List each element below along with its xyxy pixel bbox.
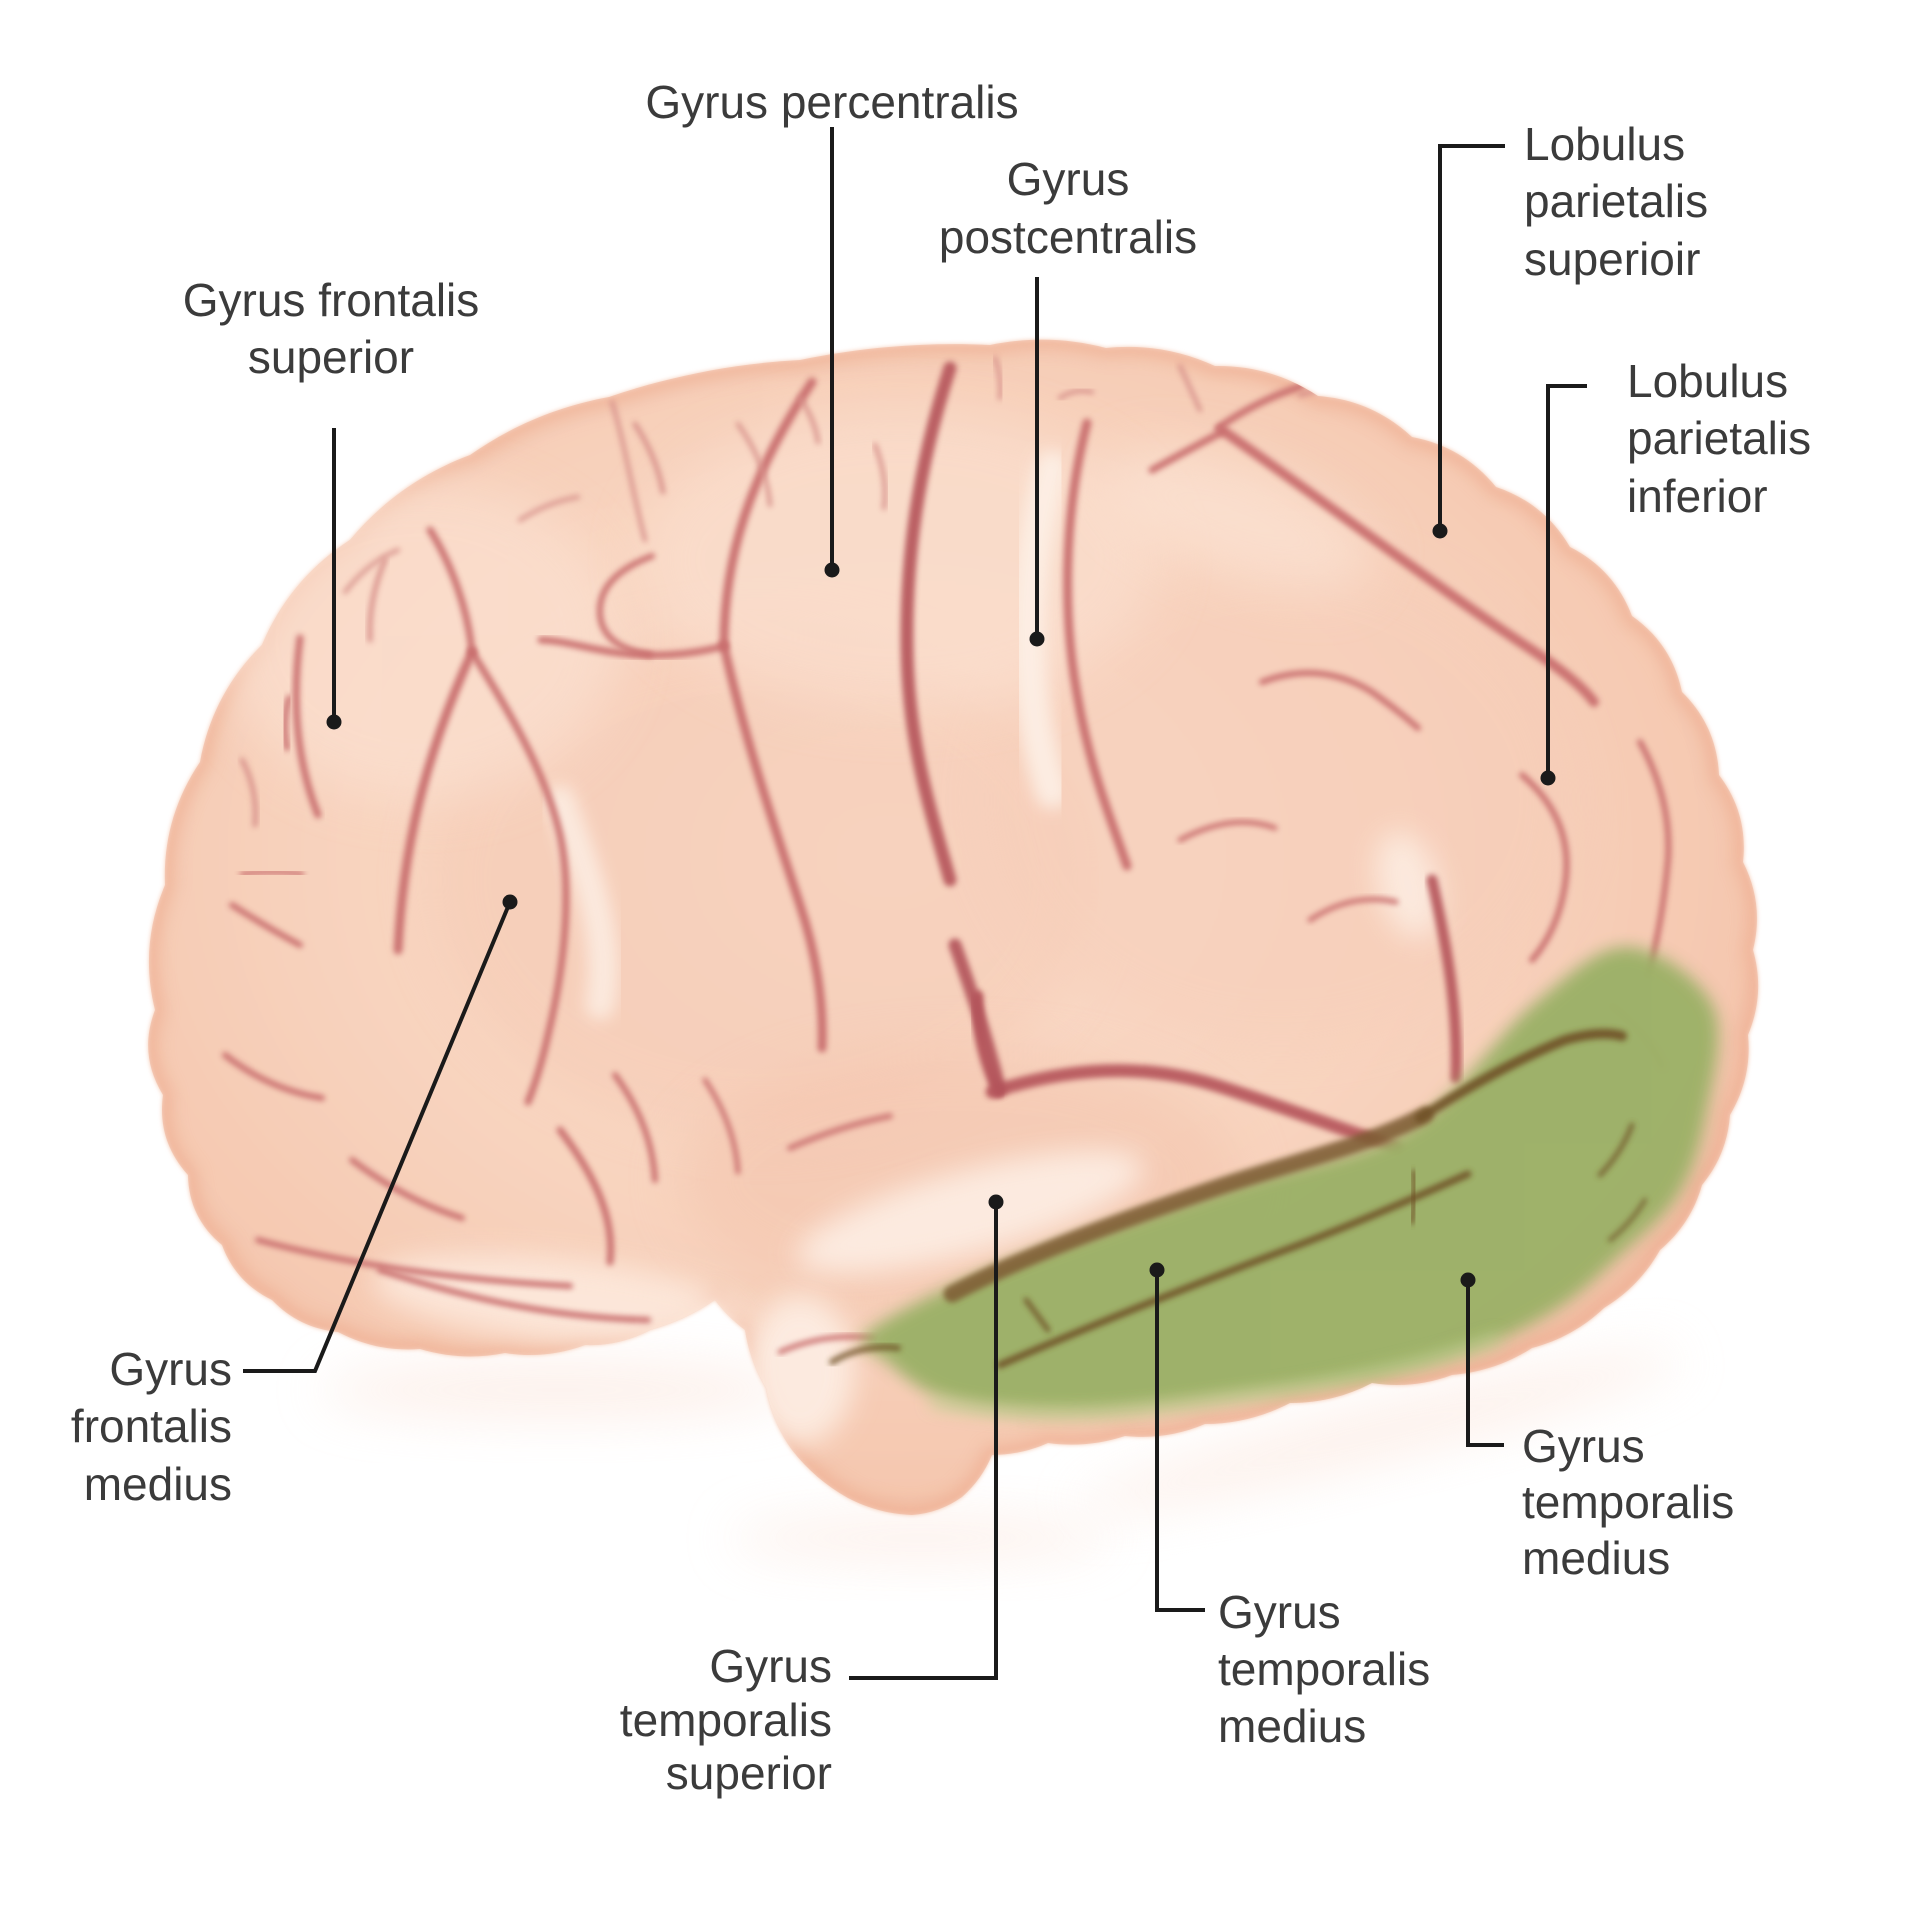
svg-text:Lobulus: Lobulus: [1627, 355, 1788, 407]
svg-text:medius: medius: [84, 1458, 232, 1510]
svg-text:Gyrus: Gyrus: [109, 1343, 232, 1395]
svg-text:Gyrus: Gyrus: [1218, 1586, 1341, 1638]
svg-text:medius: medius: [1218, 1700, 1366, 1752]
svg-text:temporalis: temporalis: [1522, 1476, 1734, 1528]
svg-text:parietalis: parietalis: [1627, 412, 1811, 464]
svg-text:Gyrus frontalis: Gyrus frontalis: [183, 274, 480, 326]
svg-text:medius: medius: [1522, 1532, 1670, 1584]
svg-text:temporalis: temporalis: [1218, 1643, 1430, 1695]
svg-text:superior: superior: [666, 1747, 832, 1799]
svg-text:Gyrus: Gyrus: [1522, 1420, 1645, 1472]
svg-text:parietalis: parietalis: [1524, 175, 1708, 227]
svg-text:frontalis: frontalis: [71, 1400, 232, 1452]
svg-text:inferior: inferior: [1627, 470, 1768, 522]
svg-text:superioir: superioir: [1524, 233, 1700, 285]
svg-text:Lobulus: Lobulus: [1524, 118, 1685, 170]
svg-text:temporalis: temporalis: [620, 1694, 832, 1746]
svg-text:Gyrus: Gyrus: [709, 1640, 832, 1692]
svg-text:Gyrus percentralis: Gyrus percentralis: [645, 76, 1018, 128]
svg-text:Gyrus: Gyrus: [1007, 153, 1130, 205]
svg-text:postcentralis: postcentralis: [939, 211, 1197, 263]
svg-text:superior: superior: [248, 331, 414, 383]
